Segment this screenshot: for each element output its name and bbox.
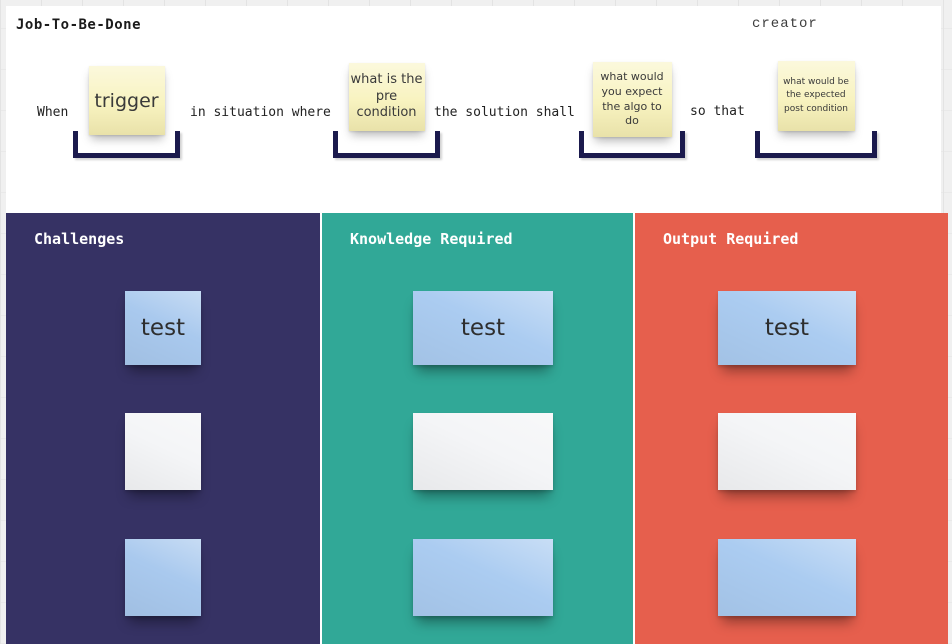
- column-body: test: [635, 213, 948, 644]
- sentence-sticky-group: what would you expect the algo to do: [579, 61, 685, 158]
- sticky-note[interactable]: trigger: [88, 66, 165, 135]
- sticky-note-label: what would be the expected post conditio…: [783, 76, 849, 114]
- sentence-text: When: [37, 105, 69, 120]
- sticky-note-label: what is the pre condition: [350, 71, 423, 121]
- column-challenges[interactable]: Challenges test: [6, 213, 320, 644]
- sentence-sticky-group: what is the pre condition: [333, 61, 440, 158]
- sentence-sticky-group: what would be the expected post conditio…: [755, 61, 877, 158]
- sticky-note[interactable]: [125, 413, 201, 490]
- column-knowledge-required[interactable]: Knowledge Required test: [322, 213, 633, 644]
- bracket-shape[interactable]: [755, 131, 877, 158]
- column-body: test: [6, 213, 320, 644]
- sticky-note[interactable]: [718, 539, 856, 616]
- sticky-note-label: trigger: [94, 89, 159, 112]
- column-title: Knowledge Required: [350, 230, 513, 248]
- column-title: Output Required: [663, 230, 799, 248]
- sticky-note[interactable]: [125, 539, 201, 616]
- bracket-shape[interactable]: [73, 131, 180, 158]
- sticky-note[interactable]: [413, 413, 553, 490]
- bracket-shape[interactable]: [579, 131, 685, 158]
- sticky-note-label: what would you expect the algo to do: [600, 69, 664, 128]
- sticky-note-label: test: [460, 315, 506, 341]
- column-output-required[interactable]: Output Required test: [635, 213, 948, 644]
- sentence-text: in situation where: [190, 105, 331, 120]
- creator-label: creator: [752, 16, 818, 32]
- column-body: test: [322, 213, 633, 644]
- sentence-text: the solution shall: [434, 105, 575, 120]
- sticky-note[interactable]: test: [718, 291, 856, 365]
- sticky-note[interactable]: what is the pre condition: [348, 63, 425, 131]
- sentence-sticky-group: trigger: [73, 61, 180, 158]
- column-title: Challenges: [34, 230, 125, 248]
- sticky-note[interactable]: [413, 539, 553, 616]
- sentence-text: so that: [690, 104, 745, 119]
- sticky-note[interactable]: test: [413, 291, 553, 365]
- sticky-note-label: test: [764, 315, 810, 341]
- sticky-note[interactable]: what would you expect the algo to do: [592, 62, 672, 137]
- bracket-shape[interactable]: [333, 131, 440, 158]
- sticky-note-label: test: [140, 315, 186, 341]
- sticky-note[interactable]: [718, 413, 856, 490]
- jtbd-sentence: When trigger in situation where what is …: [6, 6, 941, 176]
- frame-title: Job-To-Be-Done: [16, 17, 142, 33]
- sticky-note[interactable]: what would be the expected post conditio…: [777, 61, 855, 131]
- sticky-note[interactable]: test: [125, 291, 201, 365]
